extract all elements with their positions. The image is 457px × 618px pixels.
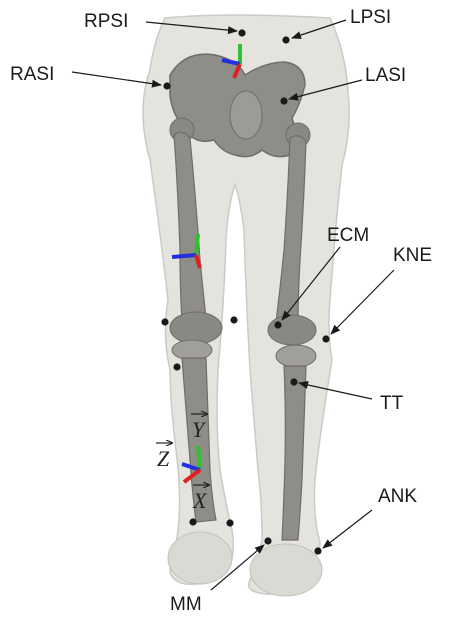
rpsi-marker [238,29,245,36]
x-axis-label: X [192,488,208,513]
ecm-marker [274,321,281,328]
right-foot [168,532,232,584]
lasi-label: LASI [365,65,406,86]
marker-dot [161,318,168,325]
kne-arrow [331,270,394,334]
tt-marker [290,378,297,385]
marker-dot [173,363,180,370]
mm-label: MM [170,594,202,615]
ank-marker [314,547,321,554]
left-foot [250,544,322,596]
lpsi-label: LPSI [350,7,391,28]
rasi-marker [163,82,170,89]
kne-label: KNE [393,245,432,266]
right-patella [172,340,212,360]
marker-dot [230,316,237,323]
ank-arrow [323,510,372,548]
z-axis-label: Z [157,446,170,471]
lpsi-marker [282,36,289,43]
rasi-label: RASI [10,64,54,85]
thigh-z-axis [172,255,196,257]
lasi-marker [280,97,287,104]
tt-label: TT [380,393,404,414]
left-patella [276,345,316,367]
shank-y-axis [198,446,200,470]
ecm-label: ECM [327,225,369,246]
kne-marker [322,335,329,342]
marker-dot [189,518,196,525]
mm-marker [264,537,271,544]
marker-dot [226,519,233,526]
rpsi-label: RPSI [84,11,128,32]
right-knee [170,312,222,344]
thigh-y-axis [196,234,198,255]
left-knee [268,315,316,345]
sacrum [230,91,262,139]
ank-label: ANK [378,486,417,507]
